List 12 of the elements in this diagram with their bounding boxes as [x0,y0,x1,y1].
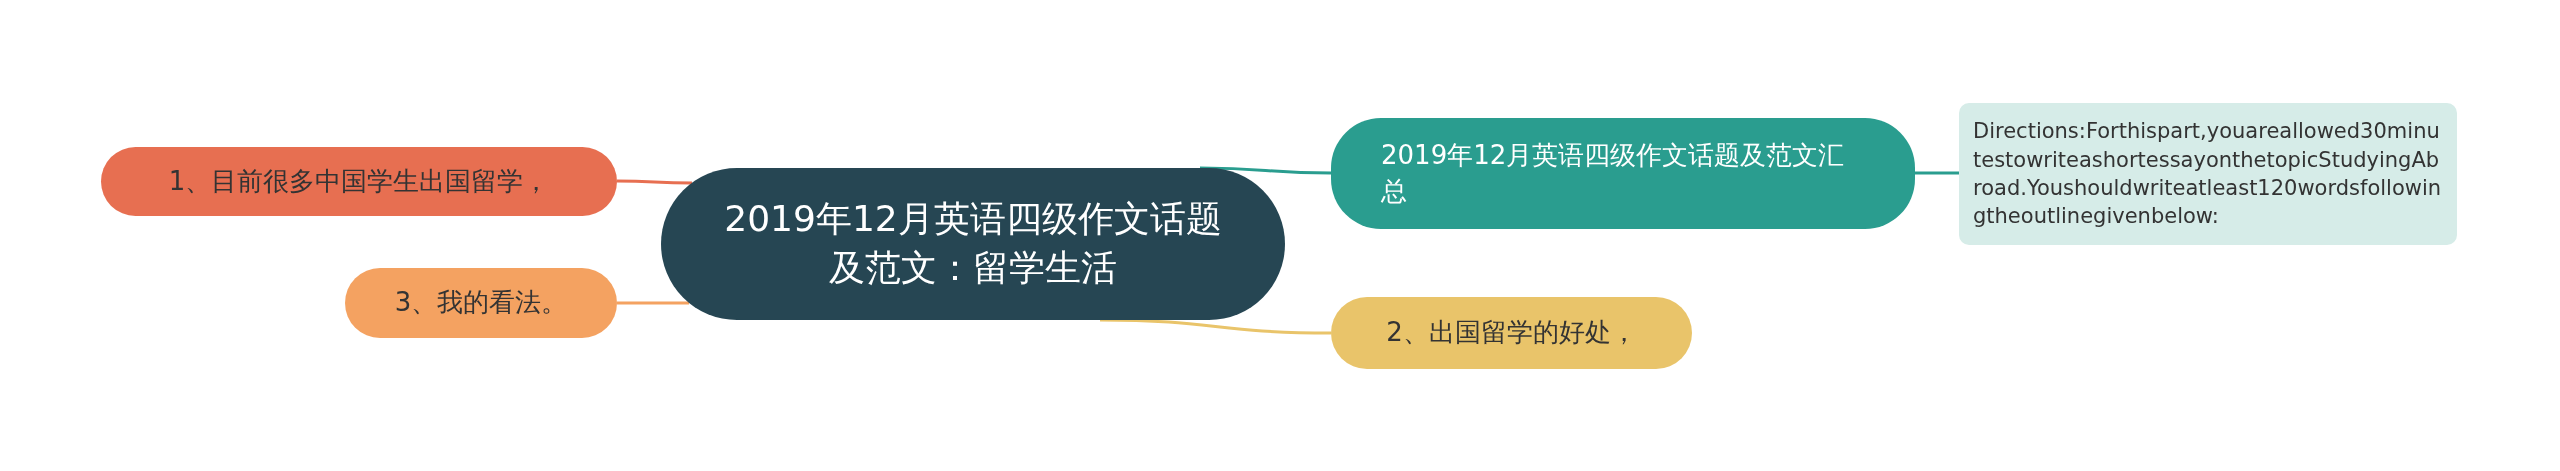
connector-line [617,301,689,305]
node-text: 1、目前很多中国学生出国留学， [168,164,550,198]
connector-line [1915,171,1959,175]
node-text: Directions:Forthispart,youareallowed30minutestowriteashortessayonthetopicStudyingAbroad.Youshouldwriteatleast120wordsfollowingtheoutlinegivenbelow: [1973,118,2443,231]
connector-line [1100,318,1331,335]
node-text: 2、出国留学的好处， [1386,316,1637,350]
node-text: 2019年12月英语四级作文话题及范文：留学生活 [723,197,1223,290]
note-box [1959,103,2457,245]
connector-line [617,179,692,185]
connector-line [1200,166,1331,175]
node-text: 3、我的看法。 [394,286,568,320]
node-text: 2019年12月英语四级作文话题及范文汇总 [1381,139,1846,208]
